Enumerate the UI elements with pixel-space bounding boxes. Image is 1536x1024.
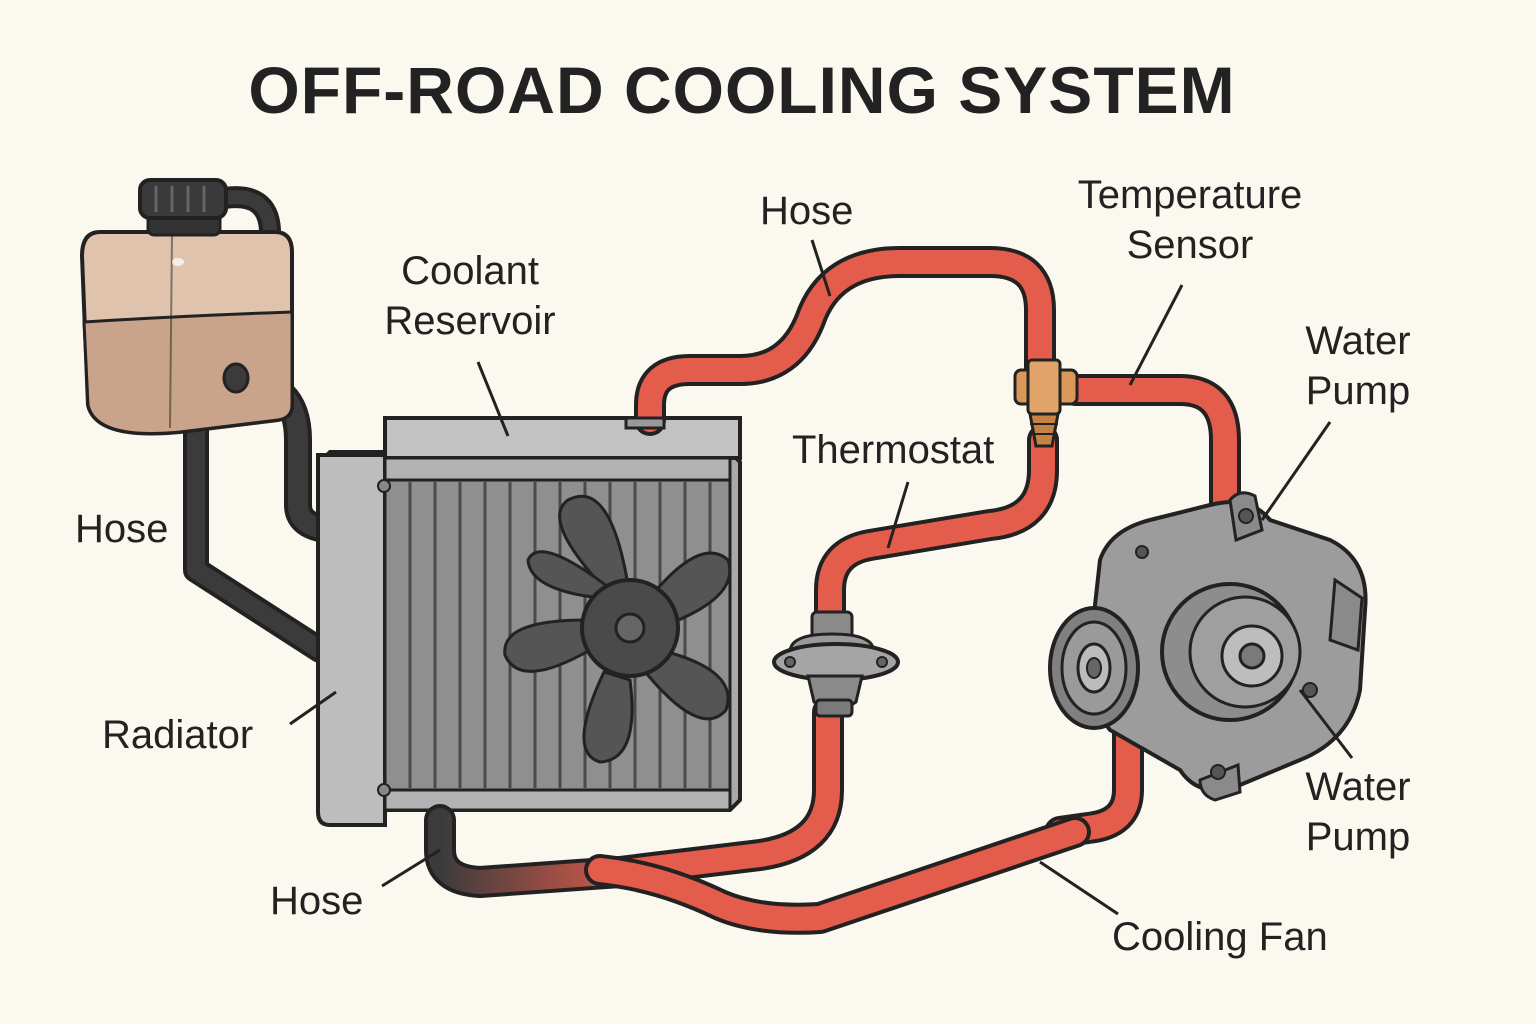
thermostat-bypass-hose — [814, 424, 1059, 641]
leader-thermostat — [886, 481, 910, 549]
leader-water-pump-top — [1260, 421, 1332, 521]
lower-radiator-hose — [424, 696, 1091, 935]
label-coolant-reservoir: Coolant Reservoir — [384, 249, 556, 343]
leader-water-pump-bottom — [1298, 689, 1354, 759]
upper-radiator-hose — [624, 246, 1056, 436]
water-pump-assembly — [1048, 491, 1368, 802]
leader-coolant-reservoir — [476, 361, 510, 437]
thermostat-housing — [772, 610, 900, 718]
diagram-title: OFF-ROAD COOLING SYSTEM — [248, 53, 1236, 127]
label-temperature-sensor: Temperature Sensor — [1077, 173, 1303, 267]
label-water-pump-top: Water Pump — [1305, 319, 1411, 413]
pump-inlet-hose — [1059, 374, 1241, 521]
label-hose-top: Hose — [760, 189, 854, 233]
label-water-pump-bottom: Water Pump — [1305, 765, 1411, 859]
label-thermostat: Thermostat — [792, 428, 995, 472]
radiator-fan-icon — [503, 494, 732, 764]
temperature-sensor-fitting — [1013, 358, 1079, 448]
label-radiator: Radiator — [102, 713, 254, 757]
leader-cooling-fan — [1039, 860, 1119, 916]
leader-radiator — [289, 690, 337, 726]
leader-hose-bottom — [381, 848, 441, 888]
leader-temperature-sensor — [1128, 284, 1184, 386]
label-hose-left: Hose — [75, 507, 169, 551]
label-cooling-fan: Cooling Fan — [1112, 915, 1328, 959]
leader-lines — [289, 239, 1354, 916]
leader-hose-top — [810, 239, 832, 297]
reservoir-overflow-hose — [183, 417, 333, 663]
label-hose-bottom: Hose — [270, 879, 364, 923]
coolant-reservoir-tank — [79, 178, 294, 436]
